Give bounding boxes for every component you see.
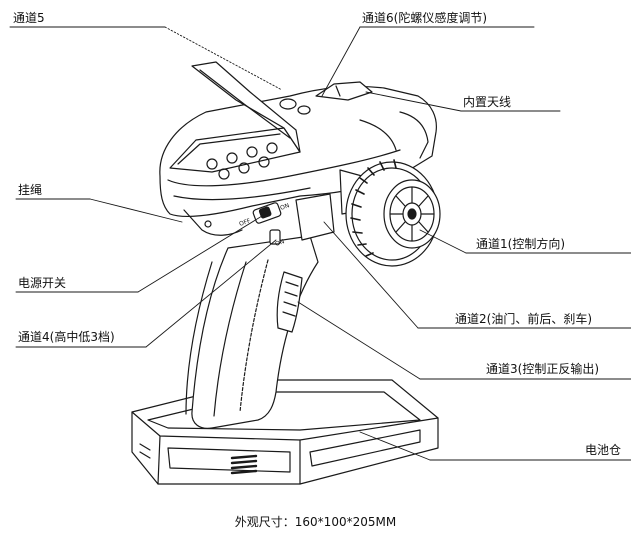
leader-power	[137, 215, 263, 293]
leader-ch3	[297, 301, 421, 380]
leader-ch1	[419, 229, 467, 254]
leader-lines	[9, 26, 631, 461]
leader-ch6	[321, 26, 361, 97]
label-ch1: 通道1(控制方向)	[476, 237, 565, 251]
leader-ch4	[145, 239, 277, 348]
switch-on2-text: ON	[274, 238, 285, 248]
leader-strap	[89, 198, 183, 223]
leader-battery	[359, 431, 431, 461]
switch-on-text: ON	[279, 202, 290, 212]
label-ch5: 通道5	[13, 11, 45, 25]
label-ch3: 通道3(控制正反输出)	[486, 362, 599, 376]
dimensions-caption: 外观尺寸：160*100*205MM	[234, 515, 397, 529]
label-strap: 挂绳	[18, 183, 43, 197]
grip-illustration	[185, 235, 319, 429]
wheel-illustration	[345, 159, 441, 267]
switch-off-text: OFF	[238, 217, 252, 228]
label-ch4: 通道4(高中低3档)	[18, 330, 115, 344]
label-power-switch: 电源开关	[18, 276, 67, 290]
leader-ch2	[323, 221, 419, 329]
leader-antenna	[365, 91, 462, 112]
label-battery: 电池仓	[585, 443, 622, 457]
label-ch6: 通道6(陀螺仪感度调节)	[362, 11, 487, 25]
label-ch2: 通道2(油门、前后、刹车)	[455, 312, 592, 326]
label-antenna: 内置天线	[463, 95, 512, 109]
base-illustration	[131, 379, 439, 485]
leader-ch5	[164, 26, 283, 91]
